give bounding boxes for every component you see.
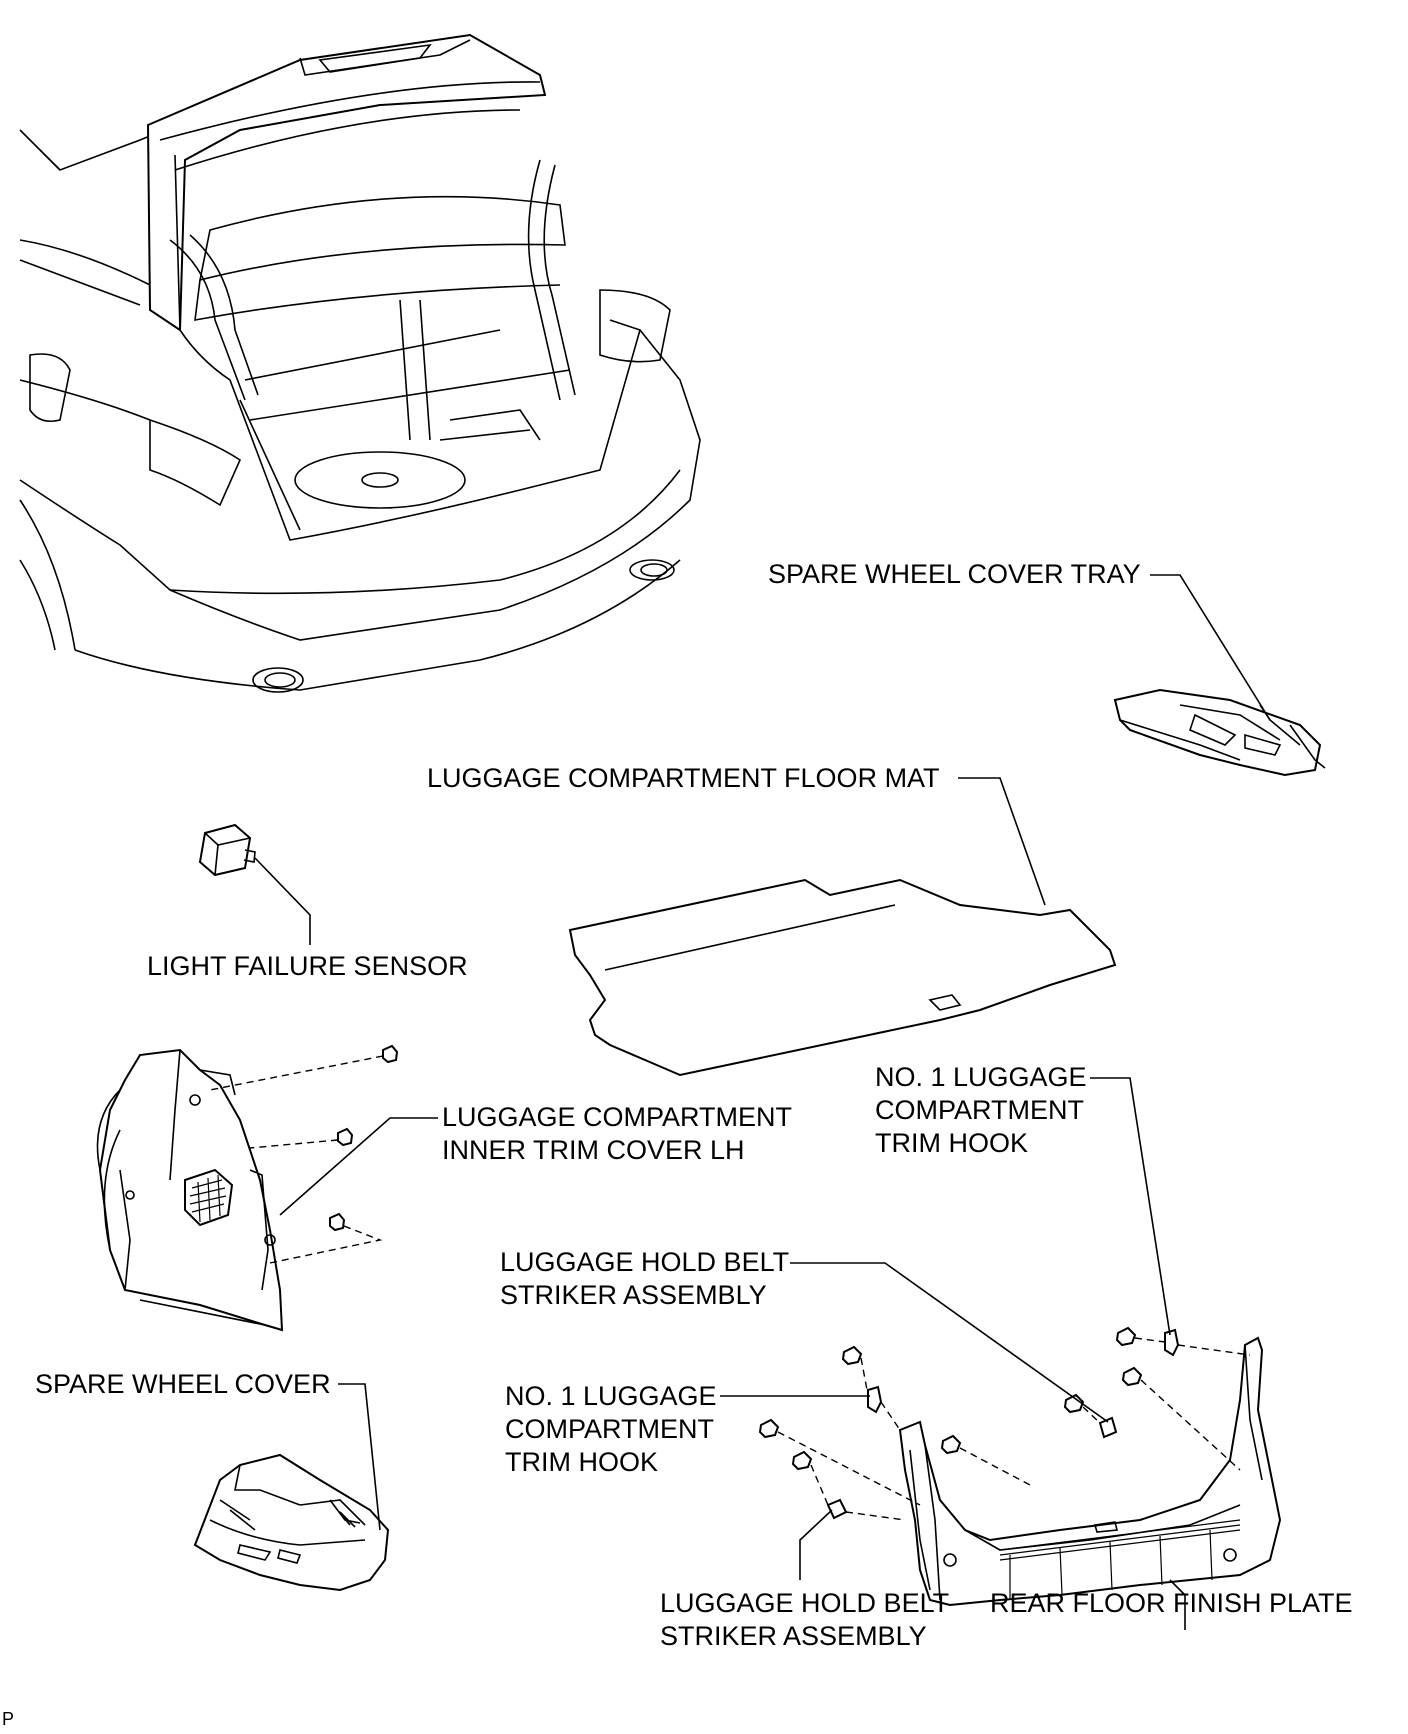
label-line: STRIKER ASSEMBLY (660, 1621, 927, 1651)
leader-inner-trim-cover (279, 1117, 438, 1216)
label-belt-striker-lower: LUGGAGE HOLD BELT STRIKER ASSEMBLY (660, 1587, 949, 1653)
label-line: TRIM HOOK (875, 1128, 1028, 1158)
trim-hook-icon (867, 1328, 1180, 1414)
label-line: LUGGAGE COMPARTMENT (442, 1102, 793, 1132)
dashed-line-fastener-9 (810, 1464, 829, 1506)
label-spare-wheel-cover: SPARE WHEEL COVER (35, 1369, 331, 1399)
dashed-line-clip-2 (249, 1139, 339, 1149)
label-line: INNER TRIM COVER LH (442, 1135, 745, 1165)
label-trim-hook-upper: NO. 1 LUGGAGE COMPARTMENT TRIM HOOK (875, 1061, 1087, 1160)
floor-mat-part (568, 878, 1117, 1077)
label-line: COMPARTMENT (875, 1095, 1084, 1125)
leader-spare-wheel-cover (338, 1383, 381, 1531)
dashed-line-fastener-10 (845, 1511, 906, 1521)
spare-wheel-cover-tray-part (1113, 688, 1326, 777)
label-floor-mat: LUGGAGE COMPARTMENT FLOOR MAT (427, 763, 940, 793)
inner-trim-cover-lh-part (96, 1048, 284, 1332)
label-line: STRIKER ASSEMBLY (500, 1280, 767, 1310)
dashed-line-fastener-4 (860, 1357, 869, 1396)
dashed-line-fastener-8 (777, 1431, 921, 1506)
leader-floor-mat (958, 777, 1046, 906)
spare-wheel-cover-part (193, 1453, 390, 1592)
light-failure-sensor-part (198, 823, 256, 877)
label-line: LUGGAGE HOLD BELT (500, 1247, 790, 1277)
dashed-line-fastener-7 (959, 1447, 1031, 1486)
leader-light-failure-sensor (254, 857, 311, 945)
label-line: NO. 1 LUGGAGE (875, 1062, 1087, 1092)
dashed-line-fastener-5 (880, 1401, 901, 1431)
label-inner-trim-cover-lh: LUGGAGE COMPARTMENT INNER TRIM COVER LH (442, 1101, 792, 1167)
label-line: NO. 1 LUGGAGE (505, 1381, 717, 1411)
label-line: COMPARTMENT (505, 1414, 714, 1444)
label-spare-wheel-cover-tray: SPARE WHEEL COVER TRAY (768, 559, 1141, 589)
label-belt-striker-upper: LUGGAGE HOLD BELT STRIKER ASSEMBLY (500, 1246, 789, 1312)
vehicle-illustration (19, 33, 701, 693)
rear-floor-finish-plate-part (898, 1336, 1282, 1607)
leader-belt-striker-upper (790, 1262, 1109, 1423)
label-line: LUGGAGE HOLD BELT (660, 1588, 950, 1618)
footer-code: P (2, 1709, 15, 1729)
dashed-line-fastener-3 (1140, 1379, 1241, 1471)
dashed-line-fastener-2 (1177, 1344, 1251, 1356)
label-light-failure-sensor: LIGHT FAILURE SENSOR (147, 951, 468, 981)
label-rear-floor-finish-plate: REAR FLOOR FINISH PLATE (990, 1588, 1353, 1618)
label-line: TRIM HOOK (505, 1447, 658, 1477)
leader-belt-striker-lower (799, 1509, 833, 1580)
dashed-line-fastener-6 (1082, 1406, 1101, 1424)
leader-rear-floor-finish-plate (1169, 1579, 1186, 1630)
label-trim-hook-lower: NO. 1 LUGGAGE COMPARTMENT TRIM HOOK (505, 1380, 717, 1479)
clip-icon (329, 1044, 399, 1232)
dashed-line-clip-1 (209, 1055, 384, 1091)
screw-icon (758, 1326, 1143, 1471)
dashed-line-clip-3 (269, 1225, 383, 1264)
dashed-line-fastener-1 (1134, 1337, 1166, 1343)
leader-trim-hook-upper (1090, 1077, 1171, 1336)
leader-spare-wheel-cover-tray (1150, 574, 1271, 721)
belt-striker-icon (826, 1416, 1118, 1520)
